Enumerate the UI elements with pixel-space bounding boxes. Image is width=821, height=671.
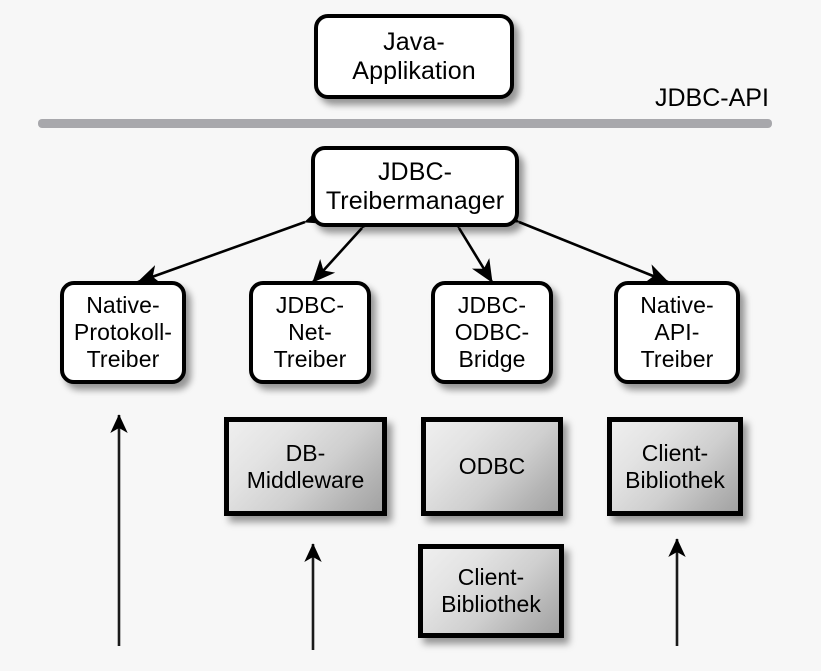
node-jdbc-odbc-bridge[interactable]: JDBC- ODBC- Bridge bbox=[431, 281, 553, 384]
node-native-api-driver[interactable]: Native- API- Treiber bbox=[614, 281, 740, 384]
node-jdbc-driver-manager[interactable]: JDBC- Treibermanager bbox=[311, 146, 519, 227]
node-client-library-center-label: Client- Bibliothek bbox=[441, 564, 541, 617]
node-jdbc-driver-manager-label: JDBC- Treibermanager bbox=[325, 157, 505, 215]
edge-manager-native-protocol bbox=[137, 205, 329, 285]
node-native-api-driver-label: Native- API- Treiber bbox=[640, 292, 714, 372]
node-client-library-right[interactable]: Client- Bibliothek bbox=[607, 417, 743, 516]
node-native-protocol-driver-label: Native- Protokoll- Treiber bbox=[73, 292, 173, 372]
node-odbc[interactable]: ODBC bbox=[421, 417, 563, 516]
node-jdbc-net-driver[interactable]: JDBC- Net- Treiber bbox=[249, 281, 371, 384]
node-jdbc-odbc-bridge-label: JDBC- ODBC- Bridge bbox=[454, 292, 530, 372]
node-jdbc-net-driver-label: JDBC- Net- Treiber bbox=[273, 292, 347, 372]
jdbc-api-line bbox=[38, 119, 772, 128]
node-native-protocol-driver[interactable]: Native- Protokoll- Treiber bbox=[60, 281, 186, 384]
node-db-middleware-label: DB- Middleware bbox=[246, 439, 365, 493]
node-db-middleware[interactable]: DB- Middleware bbox=[224, 417, 387, 516]
node-client-library-center[interactable]: Client- Bibliothek bbox=[418, 544, 564, 638]
node-java-application-label: Java- Applikation bbox=[352, 27, 476, 85]
node-java-application[interactable]: Java- Applikation bbox=[314, 14, 514, 99]
edge-manager-native-api bbox=[494, 204, 669, 284]
node-odbc-label: ODBC bbox=[458, 453, 526, 480]
edge-manager-jdbc-odbc bbox=[438, 204, 494, 283]
jdbc-api-label: JDBC-API bbox=[655, 84, 769, 112]
edge-manager-jdbc-net bbox=[312, 205, 385, 283]
node-client-library-right-label: Client- Bibliothek bbox=[625, 439, 725, 493]
